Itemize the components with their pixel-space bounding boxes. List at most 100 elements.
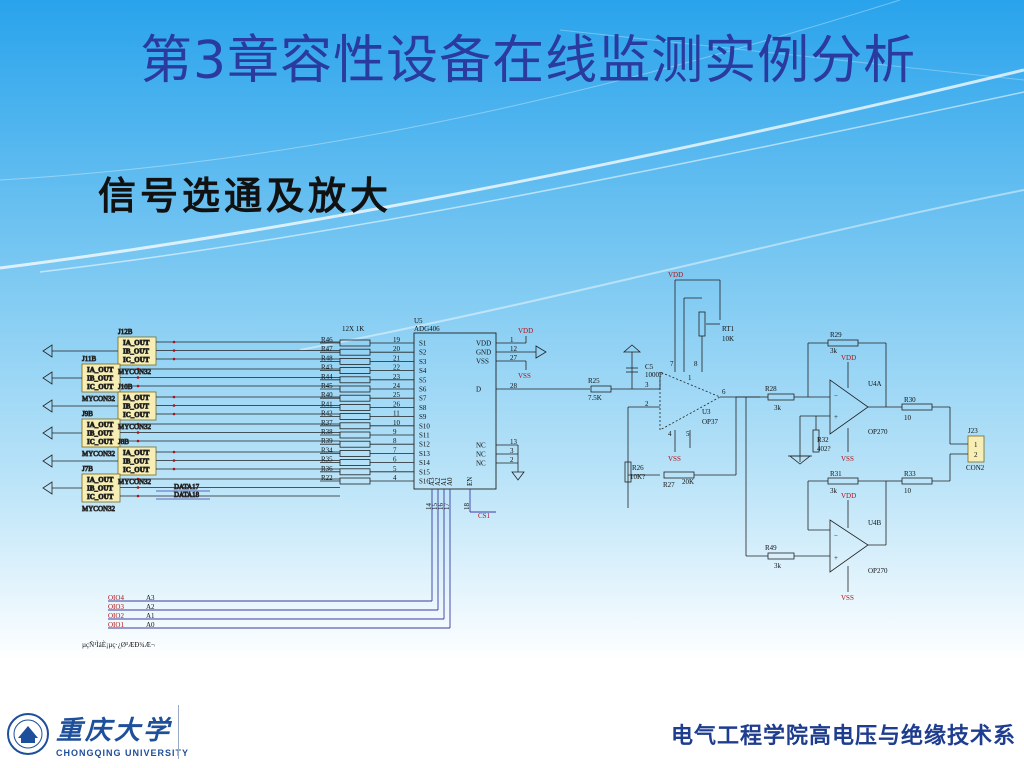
connector-label: J10B	[118, 383, 133, 391]
mux-input-label: S8	[419, 404, 427, 412]
u4b-ref: U4B	[868, 519, 882, 527]
mux-bottom-pin-label: A1	[440, 477, 448, 486]
junction-dot	[136, 494, 140, 498]
resistor-ref: R40	[321, 391, 333, 399]
output-pin-1: 1	[974, 441, 978, 449]
u4b-plus: +	[834, 554, 838, 562]
connector-pin-label: IC_OUT	[87, 438, 114, 446]
connector-name: MYCON32	[82, 450, 116, 458]
mux-pin-number: 11	[393, 410, 400, 418]
resistor-ref: R42	[321, 410, 333, 418]
junction-dot	[136, 431, 140, 434]
resistor-body	[339, 422, 371, 430]
u3-part: OP37	[702, 418, 718, 426]
resistor-body	[339, 468, 371, 476]
output-connector	[967, 435, 985, 463]
mux-vss-net: VSS	[518, 372, 531, 380]
junction-dot	[172, 450, 176, 454]
slide-title: 第3章容性设备在线监测实例分析	[140, 31, 917, 91]
mux-input-label: S16	[419, 478, 430, 486]
resistor-ref: R38	[321, 428, 333, 436]
r49-value: 3k	[774, 562, 782, 570]
chip-select-label: CS1	[478, 512, 491, 520]
resistor-body	[339, 449, 371, 457]
u4b-vdd-net: VDD	[841, 492, 856, 500]
mux-right-pin-label: VDD	[476, 340, 491, 348]
output-connector-name: CON2	[966, 464, 985, 472]
r28-ref: R28	[765, 385, 777, 393]
c5-ref: C5	[645, 363, 654, 371]
mux-pin-number: 5	[393, 465, 397, 473]
io-label: OIO1	[108, 621, 124, 629]
connector-pin-label: IB_OUT	[87, 430, 113, 438]
connector-name: MYCON32	[118, 478, 152, 486]
mux-pin-number: 23	[393, 373, 401, 381]
mux-input-label: S7	[419, 395, 427, 403]
resistor-ref: R37	[321, 419, 333, 427]
connector-j10b	[117, 391, 157, 421]
resistor-ref: R41	[321, 400, 333, 408]
ground-arrow-icon	[42, 371, 53, 385]
connector-pin-label: IA_OUT	[87, 366, 114, 374]
mux-right-pin-number: 3	[510, 447, 514, 455]
junction-dot	[136, 367, 140, 371]
connector-pin-label: IC_OUT	[123, 466, 150, 474]
r30-value: 10	[904, 414, 912, 422]
r29-value: 3k	[830, 347, 838, 355]
university-name-en: CHONGQING UNIVERSITY	[56, 748, 190, 758]
mux-chip	[413, 332, 497, 490]
mux-bottom-pin-number: 18	[463, 503, 471, 511]
output-connector-ref: J23	[968, 427, 978, 435]
resistor-ref: R36	[321, 465, 333, 473]
mux-bottom-pin-number: 14	[425, 503, 433, 511]
r32-value: 402?	[817, 445, 831, 453]
mux-input-label: S15	[419, 468, 430, 476]
mux-bottom-pin-label: A0	[446, 477, 454, 486]
u3-pin-number: 3	[645, 381, 649, 389]
connector-name: MYCON32	[118, 423, 152, 431]
u4a-plus: +	[834, 413, 838, 421]
junction-dot	[172, 412, 176, 416]
resistor-body	[339, 385, 371, 393]
resistor-body	[339, 348, 371, 356]
resistor-ref: R46	[321, 336, 333, 344]
mux-input-label: S3	[419, 358, 427, 366]
connector-pin-label: IA_OUT	[87, 476, 114, 484]
rt1-ref: RT1	[722, 325, 735, 333]
r33-value: 10	[904, 487, 912, 495]
resistor-ref: R22	[321, 474, 333, 482]
mux-pin-number: 25	[393, 391, 401, 399]
connector-pin-label: IC_OUT	[123, 411, 150, 419]
r33-ref: R33	[904, 470, 916, 478]
mux-bottom-pin-number: 17	[443, 503, 451, 511]
r27-ref: R27	[663, 481, 675, 489]
u4a-minus: −	[834, 392, 838, 400]
mux-pin-number: 8	[393, 437, 397, 445]
mux-bottom-pin-label: EN	[466, 477, 474, 486]
mux-input-label: S5	[419, 376, 427, 384]
u3-ref: U3	[702, 408, 711, 416]
r30-ref: R30	[904, 396, 916, 404]
mux-right-pin-label: GND	[476, 349, 491, 357]
mux-pin-number: 22	[393, 364, 401, 372]
mux-pin-number: 9	[393, 428, 397, 436]
r26-ref: R26	[632, 464, 644, 472]
mux-right-pin-label: NC	[476, 442, 486, 450]
connector-label: J9B	[82, 410, 93, 418]
connector-pin-label: IB_OUT	[123, 403, 149, 411]
resistor-ref: R35	[321, 456, 333, 464]
junction-dot	[172, 467, 176, 471]
mux-vdd-net: VDD	[518, 327, 533, 335]
connector-pin-label: IA_OUT	[123, 449, 150, 457]
connector-j12b	[117, 336, 157, 366]
resistor-ref: R47	[321, 345, 333, 353]
mux-ref: U5	[414, 317, 423, 325]
slide-subtitle: 信号选通及放大	[98, 173, 393, 218]
mux-right-pin-label: NC	[476, 460, 486, 468]
mux-pin-number: 6	[393, 456, 397, 464]
address-label: A1	[146, 612, 155, 620]
mux-right-pin-label: NC	[476, 451, 486, 459]
io-label: OIO4	[108, 594, 124, 602]
